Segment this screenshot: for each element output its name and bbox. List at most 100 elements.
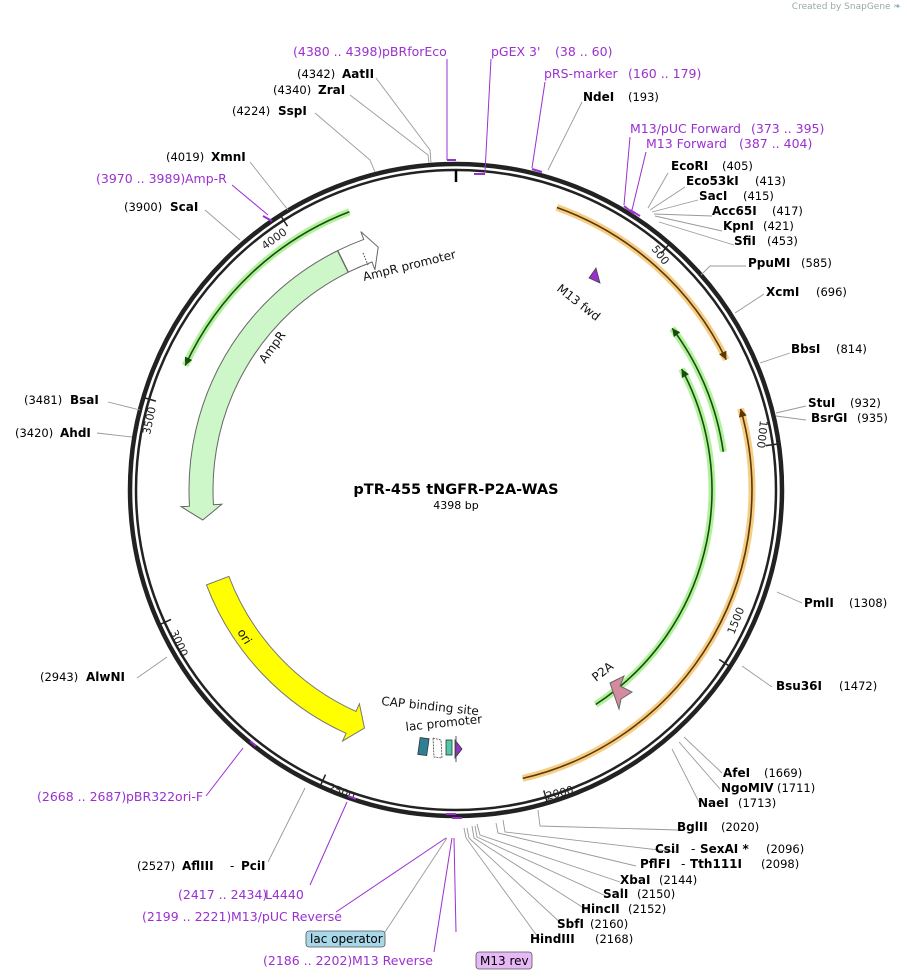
- tick-mark-2500: [319, 774, 327, 786]
- enzyme-pos-ndei: (193): [628, 90, 659, 104]
- enzyme-name-scai: ScaI: [170, 200, 198, 214]
- tick-mark-500: [660, 243, 670, 255]
- enzyme-leaders: [96, 77, 807, 941]
- enzyme-pos-xcmi: (696): [816, 285, 847, 299]
- enzyme-name-ppumi: PpuMI: [748, 256, 790, 270]
- enzyme-labels: (4342) AatII (4340) ZraI (4224) SspI Nde…: [15, 67, 888, 946]
- enzyme-pos-sbfi: (2160): [590, 917, 628, 931]
- orf-arrowhead-icon: [719, 350, 727, 360]
- feature-ori: [205, 575, 366, 743]
- enzyme-name-pflfi: PflFI: [640, 857, 670, 871]
- enzyme-name-ndei: NdeI: [583, 90, 614, 104]
- enzyme-name-ahdi: AhdI: [60, 426, 91, 440]
- primer-range-m13-puc-reverse: (2199 .. 2221): [142, 909, 231, 924]
- enzyme-pos-csii: (2096): [766, 842, 804, 856]
- enzyme-name-saci: SacI: [699, 189, 727, 203]
- feature-label-p2a: P2A: [589, 659, 616, 685]
- primer-name-pgex3: pGEX 3': [491, 44, 540, 59]
- enzyme-pos-stui: (932): [850, 396, 881, 410]
- enzyme-name-pmli: PmlI: [804, 596, 834, 610]
- feature-ampr-promoter: [337, 231, 379, 273]
- enzyme-pos-ecori: (405): [722, 159, 753, 173]
- credit: Created by SnapGene ❧: [792, 2, 901, 12]
- primer-name-amp-r: Amp-R: [185, 171, 227, 186]
- feature-label-m13-fwd: M13 fwd: [554, 281, 603, 323]
- tick-mark-3500: [144, 397, 157, 402]
- enzyme-name-bsu36i: Bsu36I: [776, 679, 822, 693]
- enzyme-name-afliii: AflIII: [182, 859, 214, 873]
- enzyme-name-csii: CsiI: [655, 842, 680, 856]
- snapgene-logo-icon: ❧: [893, 2, 901, 12]
- tick-mark-4000: [280, 215, 289, 227]
- enzyme-pos-kpni: (421): [763, 219, 794, 233]
- primer-range-m13-forward: (387 .. 404): [739, 136, 812, 151]
- tick-marks: [144, 215, 778, 803]
- feature-cap-binding-site: [417, 737, 430, 757]
- enzyme-name-aatii: AatII: [342, 67, 374, 81]
- enzyme-name-afei: AfeI: [723, 766, 750, 780]
- enzyme-name-ngomiv: NgoMIV: [721, 781, 774, 795]
- orf-arrowhead-icon: [681, 369, 689, 378]
- enzyme-name-bsrgi: BsrGI: [811, 411, 848, 425]
- enzyme-name-stui: StuI: [808, 396, 835, 410]
- orf-arcs: [182, 204, 756, 782]
- tick-mark-1500: [718, 658, 730, 667]
- primer-leaders: [205, 58, 647, 953]
- enzyme-pos-naei: (1713): [738, 796, 776, 810]
- primer-name-pbr322ori-f: pBR322ori-F: [126, 789, 203, 804]
- primer-range-pbr322ori-f: (2668 .. 2687): [37, 789, 126, 804]
- enzyme-pos-bglii: (2020): [721, 820, 759, 834]
- tick-mark-3000: [159, 618, 172, 626]
- enzyme-pos-aatii: (4342): [297, 67, 335, 81]
- backbone-outer: [127, 161, 785, 819]
- m13-rev-box: [475, 951, 533, 970]
- enzyme-pos-sfii: (453): [767, 234, 798, 248]
- tick-label-1000: 1000: [754, 420, 770, 449]
- enzyme-pos-ngomiv: (1711): [777, 781, 815, 795]
- primer-range-pbrforeco: (4380 .. 4398): [293, 44, 382, 59]
- lac-operator-label: lac operator: [310, 932, 383, 946]
- primer-name-m13-forward: M13 Forward: [646, 136, 727, 151]
- enzyme-name-alwni: AlwNI: [86, 670, 125, 684]
- enzyme-name-bglii: BglII: [677, 820, 708, 834]
- enzyme-pos-sspi: (4224): [232, 104, 270, 118]
- plasmid-length: 4398 bp: [433, 499, 478, 512]
- enzyme-name-tth111i: Tth111I: [690, 857, 742, 871]
- tick-mark-2000: [543, 790, 548, 803]
- enzyme-name-sbfi: SbfI: [557, 917, 584, 931]
- enzyme-name-sfii: SfiI: [734, 234, 756, 248]
- enzyme-name-hincii: HincII: [581, 902, 620, 916]
- enzyme-pos-bsu36i: (1472): [839, 679, 877, 693]
- features: [179, 231, 634, 762]
- primer-name-m13-puc-forward: M13/pUC Forward: [630, 121, 741, 136]
- enzyme-pos-ppumi: (585): [801, 256, 832, 270]
- enzyme-separator-csii: -: [691, 842, 695, 856]
- enzyme-name-sali: SalI: [603, 887, 628, 901]
- primer-name-prs-marker: pRS-marker: [544, 66, 619, 81]
- enzyme-name-bsai: BsaI: [70, 393, 99, 407]
- orf-arc-orange-1-core: [556, 206, 727, 361]
- tick-label-3500: 3500: [140, 406, 159, 436]
- enzyme-pos-xbai: (2144): [659, 873, 697, 887]
- enzyme-pos-sali: (2150): [637, 887, 675, 901]
- primer-name-l4440: L4440: [265, 887, 304, 902]
- primer-range-l4440: (2417 .. 2434): [178, 887, 267, 902]
- tick-mark-1000: [765, 443, 778, 447]
- m13-rev-label: M13 rev: [480, 954, 529, 968]
- feature-label-lac-promoter: lac promoter: [405, 712, 483, 734]
- enzyme-pos-bbsi: (814): [836, 342, 867, 356]
- tick-label-2500: 2500: [326, 781, 357, 804]
- enzyme-name-zrai: ZraI: [318, 83, 345, 97]
- enzyme-separator-pflfi: -: [681, 857, 685, 871]
- enzyme-pos-ahdi: (3420): [15, 426, 53, 440]
- primer-name-m13-reverse: M13 Reverse: [352, 953, 433, 968]
- enzyme-name-sexai: SexAI *: [700, 842, 749, 856]
- enzyme-pos-saci: (415): [743, 189, 774, 203]
- enzyme-pos-pmli: (1308): [849, 596, 887, 610]
- feature-m13-fwd: [588, 267, 601, 284]
- enzyme-name-bbsi: BbsI: [791, 342, 820, 356]
- enzyme-pos-bsrgi: (935): [857, 411, 888, 425]
- orf-arrowheads: [184, 328, 747, 418]
- primer-range-prs-marker: (160 .. 179): [628, 66, 701, 81]
